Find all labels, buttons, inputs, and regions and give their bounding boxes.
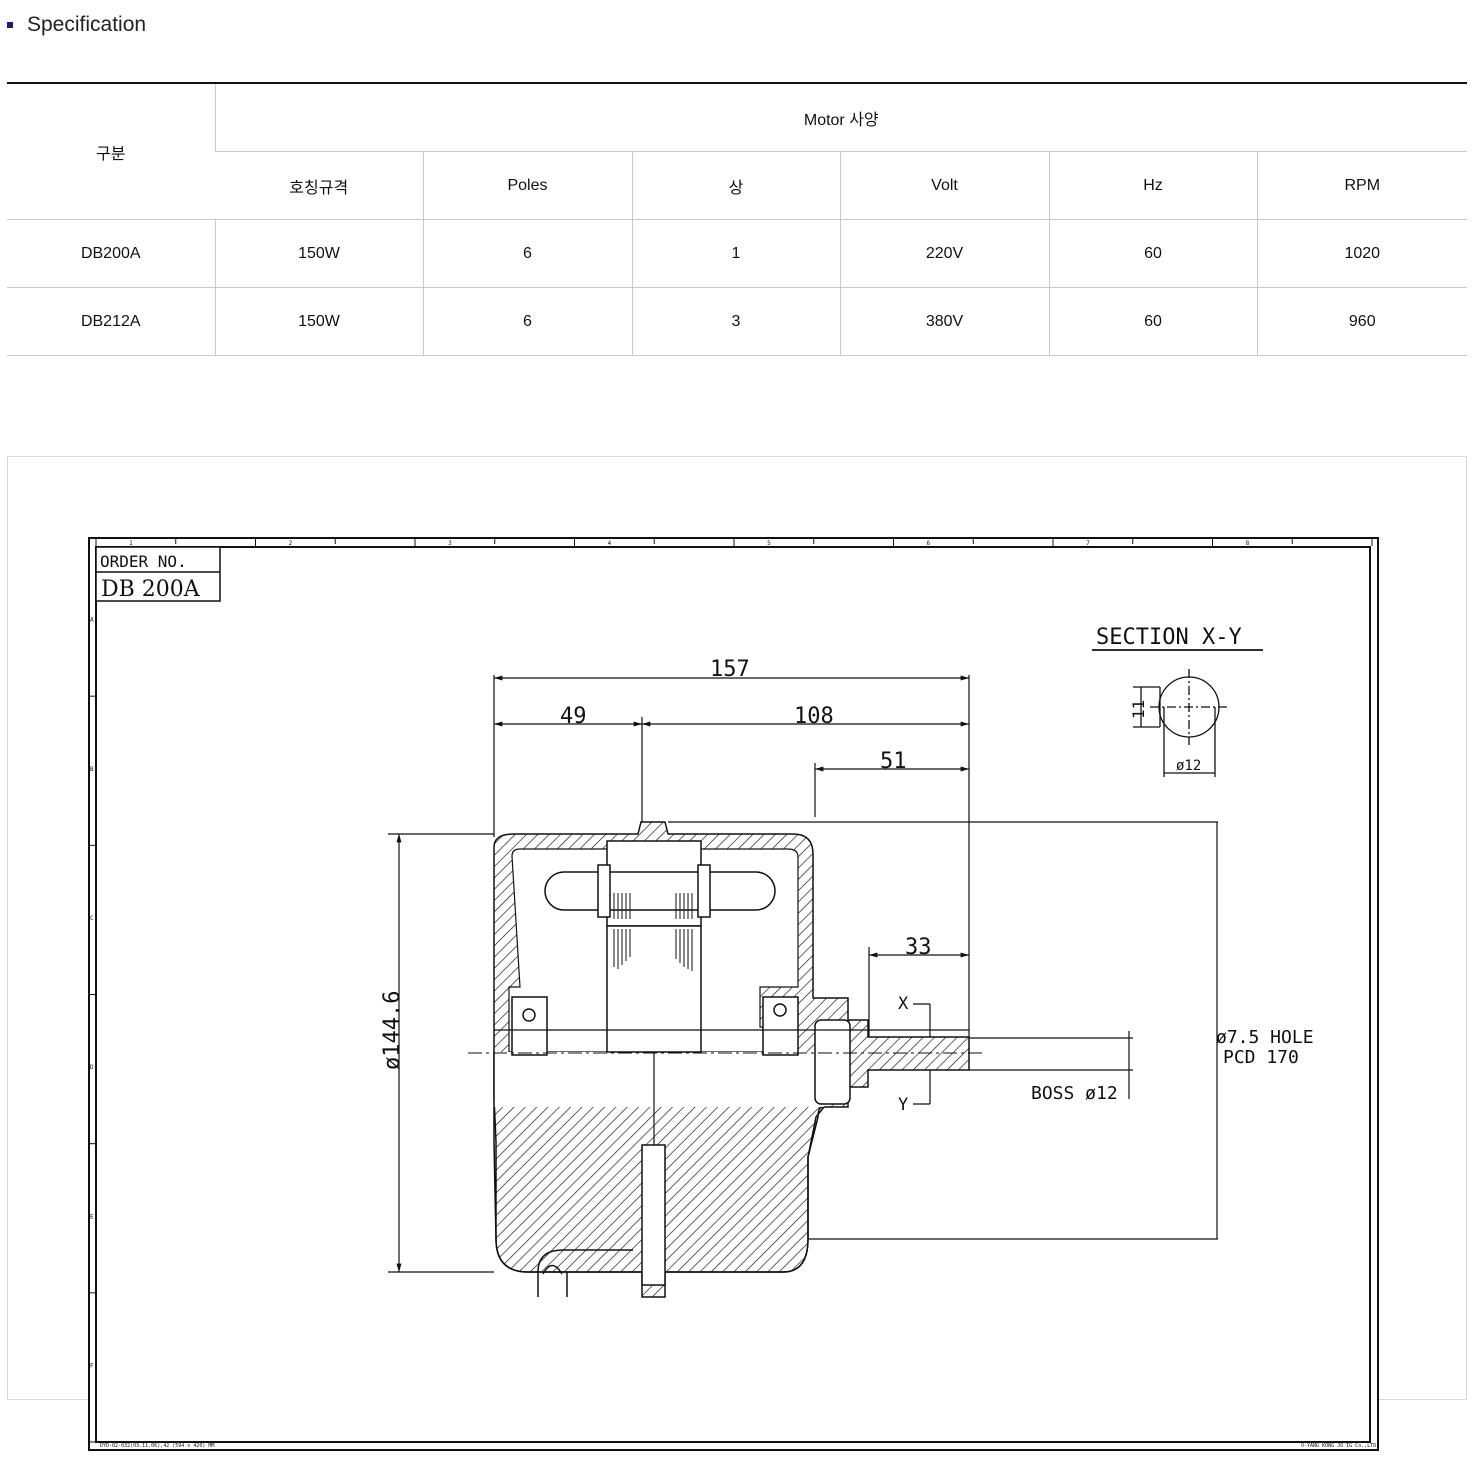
table-cell: 960 [1256, 287, 1468, 356]
table-cell: 380V [839, 287, 1049, 356]
order-label: ORDER NO. [100, 552, 187, 571]
frame-ticks [89, 538, 1373, 1443]
table-row: DB212A 150W 6 3 380V 60 960 [7, 287, 1468, 356]
frame-row-label: F [90, 1362, 94, 1369]
frame-labels: 1 2 3 4 5 6 7 8A B C D E F [90, 540, 1250, 1369]
section-label: SECTION X-Y [1096, 625, 1242, 650]
table-header-row: 구분 Motor 사양 [7, 82, 1468, 220]
column-header: Poles [422, 151, 632, 220]
x-mark: X [898, 994, 909, 1014]
y-mark: Y [898, 1095, 908, 1115]
table-cell: 1 [631, 219, 840, 288]
section-view: SECTION X-Y 11 ø12 [1092, 625, 1263, 777]
frame-col-label: 5 [767, 540, 771, 547]
footer-right: O-YANG KONG JO IG Co.,LTD. [1301, 1443, 1379, 1449]
dimension-text: 157 49 108 51 33 ø144.6 ø7.5 HOLE PCD 17… [380, 657, 1314, 1115]
windings [613, 893, 693, 971]
table-cell: 1020 [1256, 219, 1468, 288]
column-header: RPM [1256, 151, 1468, 220]
bullet-icon [7, 22, 13, 28]
frame-row-label: A [90, 617, 94, 624]
footer-left: DYD-02-032(03.11.06),42 (594 x 420) MM [100, 1443, 214, 1449]
table-cell: 6 [422, 287, 632, 356]
frame-col-label: 1 [129, 540, 133, 547]
table-cell: 60 [1048, 219, 1257, 288]
model-cell: DB212A [7, 287, 215, 356]
column-header: Volt [839, 151, 1049, 220]
table-row: DB200A 150W 6 1 220V 60 1020 [7, 219, 1468, 288]
frame-row-label: C [90, 915, 94, 922]
frame-col-label: 7 [1086, 540, 1090, 547]
pcd-note: PCD 170 [1223, 1047, 1299, 1068]
order-box: ORDER NO. DB 200A [95, 546, 221, 602]
table-cell: 150W [214, 287, 423, 356]
order-value: DB 200A [101, 577, 201, 602]
spec-table: 구분 Motor 사양 호칭규격 Poles 상 Volt Hz RPM DB2… [7, 82, 1468, 356]
section-header: Specification [7, 10, 146, 40]
column-header: 호칭규격 [215, 151, 423, 220]
table-cell: 60 [1048, 287, 1257, 356]
dim-diameter: ø144.6 [380, 991, 405, 1070]
frame-col-label: 8 [1246, 540, 1250, 547]
dim-shaft: 33 [905, 935, 932, 960]
frame-col-label: 6 [927, 540, 931, 547]
frame-col-label: 3 [448, 540, 452, 547]
motor-spec-header: Motor 사양 [214, 82, 1468, 152]
dim-overall: 157 [710, 657, 750, 682]
table-cell: 150W [214, 219, 423, 288]
dim-right: 108 [794, 704, 834, 729]
table-cell: 3 [631, 287, 840, 356]
table-cell: 6 [422, 219, 632, 288]
column-header: 상 [631, 151, 840, 220]
table-subheader-row: 호칭규격 Poles 상 Volt Hz RPM [7, 151, 1468, 220]
technical-drawing: ORDER NO. DB 200A SECTION X-Y 11 ø12 [88, 537, 1380, 1452]
boss-note: BOSS ø12 [1031, 1083, 1118, 1104]
model-cell: DB200A [7, 219, 215, 288]
section-height-dim: 11 [1129, 700, 1148, 719]
frame-row-label: E [90, 1213, 94, 1220]
table-cell: 220V [839, 219, 1049, 288]
dim-left: 49 [560, 704, 587, 729]
group-header: 구분 [7, 82, 215, 220]
frame-col-label: 2 [289, 540, 293, 547]
motor-body [493, 821, 970, 1298]
dim-mid: 51 [880, 749, 907, 774]
hole-note: ø7.5 HOLE [1216, 1027, 1314, 1048]
frame-row-label: D [90, 1064, 94, 1071]
frame-col-label: 4 [608, 540, 612, 547]
section-dia-dim: ø12 [1176, 758, 1201, 774]
frame-row-label: B [90, 766, 94, 773]
section-title: Specification [27, 13, 147, 36]
column-header: Hz [1048, 151, 1257, 220]
